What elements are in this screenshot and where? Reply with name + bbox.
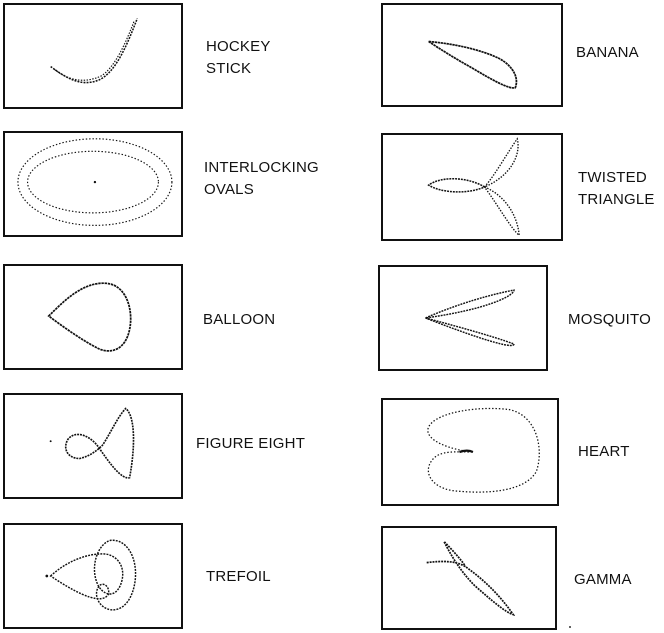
gamma-frame (381, 526, 557, 630)
twisted-triangle-label: TWISTED TRIANGLE (578, 167, 655, 211)
heart-plot (427, 407, 540, 493)
figure-eight-curve (64, 407, 135, 479)
interlocking-ovals-frame (3, 131, 183, 237)
banana-curve (428, 40, 518, 89)
hockey-stick-plot (50, 18, 138, 84)
gamma-label-line-1: GAMMA (574, 571, 632, 588)
hockey-stick-frame (3, 3, 183, 109)
balloon-label-line-1: BALLOON (203, 311, 276, 328)
twisted-triangle-left-lobe (427, 178, 487, 193)
trefoil-frame (3, 523, 183, 629)
twisted-triangle-plot (427, 137, 520, 237)
figure-eight-frame (3, 393, 183, 499)
banana-label-line-1: BANANA (576, 44, 639, 61)
balloon-plot (47, 282, 132, 352)
hockey-stick-label: HOCKEY STICK (206, 36, 271, 80)
twisted-triangle-label-line-1: TWISTED (578, 169, 647, 186)
hockey-stick-label-line-1: HOCKEY (206, 38, 271, 55)
figure-eight-plot (49, 407, 135, 479)
trefoil-label: TREFOIL (206, 566, 271, 588)
interlocking-ovals-center-dot (93, 180, 97, 184)
twisted-triangle-top-lobe (484, 137, 519, 188)
mosquito-label-line-1: MOSQUITO (568, 311, 651, 328)
mosquito-plot (425, 289, 515, 347)
interlocking-ovals-inner-oval (26, 150, 160, 214)
heart-label: HEART (578, 441, 630, 463)
heart-center-stroke (459, 449, 474, 454)
gamma-curve (426, 540, 516, 616)
interlocking-ovals-label-line-1: INTERLOCKING (204, 159, 319, 176)
heart-frame (381, 398, 559, 506)
mosquito-label: MOSQUITO (568, 309, 651, 331)
banana-frame (381, 3, 563, 107)
gamma-plot (426, 540, 516, 616)
balloon-frame (3, 264, 183, 370)
stray-dot (569, 626, 571, 628)
figure-eight-stray-dot (49, 440, 52, 443)
interlocking-ovals-label-line-2: OVALS (204, 181, 254, 198)
heart-label-line-1: HEART (578, 443, 630, 460)
interlocking-ovals-outer-oval (17, 138, 173, 226)
figure-eight-label: FIGURE EIGHT (196, 433, 305, 455)
hockey-stick-curve-inner (54, 20, 135, 81)
balloon-curve (47, 282, 132, 352)
gamma-label: GAMMA (574, 569, 632, 591)
trefoil-label-line-1: TREFOIL (206, 568, 271, 585)
heart-curve (427, 407, 540, 493)
mosquito-frame (378, 265, 548, 371)
mosquito-lower-wing (425, 317, 515, 347)
twisted-triangle-label-line-2: TRIANGLE (578, 191, 655, 208)
mosquito-upper-wing (425, 289, 515, 319)
hockey-stick-curve (50, 18, 138, 84)
trefoil-curve (49, 539, 137, 611)
trefoil-plot (45, 539, 137, 611)
banana-plot (428, 40, 518, 89)
interlocking-ovals-plot (17, 138, 173, 226)
hockey-stick-label-line-2: STICK (206, 60, 252, 77)
trefoil-start-dot (45, 574, 49, 578)
interlocking-ovals-label: INTERLOCKING OVALS (204, 157, 319, 201)
balloon-label: BALLOON (203, 309, 275, 331)
banana-label: BANANA (576, 42, 639, 64)
twisted-triangle-frame (381, 133, 563, 241)
figure-eight-label-line-1: FIGURE EIGHT (196, 435, 306, 452)
twisted-triangle-bottom-lobe (482, 185, 520, 237)
